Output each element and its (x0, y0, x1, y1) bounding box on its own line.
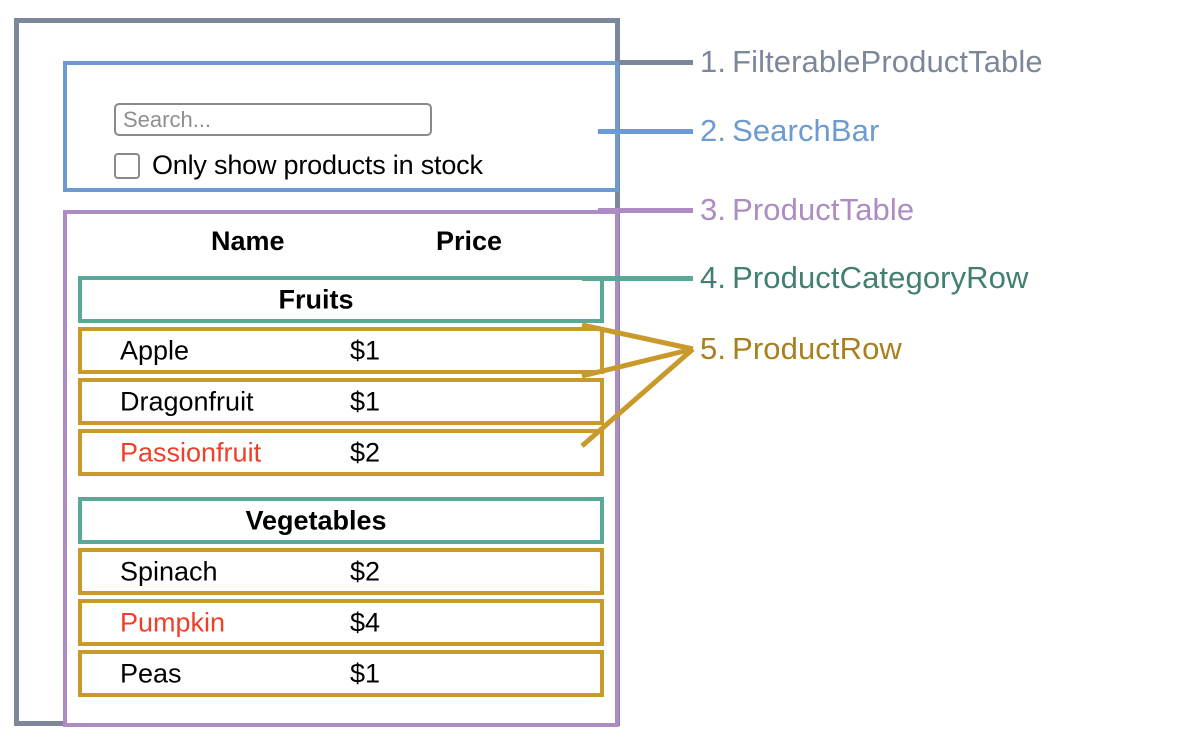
legend-number: 5. (700, 331, 727, 366)
filterable-product-table-frame: Only show products in stock Name Price F… (14, 18, 620, 727)
product-price: $4 (350, 607, 381, 637)
product-name: Dragonfruit (120, 386, 254, 416)
legend-label-text: SearchBar (732, 113, 880, 148)
only-in-stock-checkbox[interactable] (114, 152, 140, 179)
legend-label-text: ProductCategoryRow (732, 260, 1029, 295)
only-in-stock-label: Only show products in stock (152, 150, 483, 180)
legend-item-search-bar: 2.SearchBar (700, 113, 879, 149)
product-name: Pumpkin (120, 607, 226, 637)
product-row: Spinach $2 (78, 548, 604, 595)
product-category-label: Vegetables (245, 505, 387, 535)
product-price: $2 (350, 556, 381, 586)
product-row: Passionfruit $2 (78, 429, 604, 476)
column-header-name: Name (211, 226, 285, 256)
product-category-row: Fruits (78, 276, 604, 323)
product-price: $1 (350, 335, 381, 365)
connector-line-5b (581, 346, 694, 379)
legend-item-product-category-row: 4.ProductCategoryRow (700, 260, 1029, 296)
product-category-row: Vegetables (78, 497, 604, 544)
search-bar: Only show products in stock (63, 61, 619, 192)
legend-item-product-table: 3.ProductTable (700, 192, 914, 228)
legend-number: 4. (700, 260, 727, 295)
search-input[interactable] (114, 103, 432, 136)
legend-number: 3. (700, 192, 727, 227)
connector-line-2 (598, 129, 693, 134)
connector-line-5a (581, 322, 694, 352)
product-price: $1 (350, 658, 381, 688)
connector-line-4 (582, 276, 693, 281)
connector-line-3 (598, 208, 693, 213)
product-name: Spinach (120, 556, 218, 586)
product-table-header: Name Price (116, 226, 566, 268)
product-price: $2 (350, 437, 381, 467)
legend-number: 1. (700, 44, 727, 79)
product-row: Dragonfruit $1 (78, 378, 604, 425)
legend-label-text: ProductTable (732, 192, 915, 227)
product-name: Apple (120, 335, 190, 365)
product-price: $1 (350, 386, 381, 416)
legend-label-text: FilterableProductTable (732, 44, 1043, 79)
only-in-stock-row[interactable]: Only show products in stock (114, 150, 483, 181)
connector-line-5c (580, 347, 695, 448)
product-name: Passionfruit (120, 437, 262, 467)
legend-label-text: ProductRow (732, 331, 902, 366)
connector-line-1 (620, 60, 693, 65)
legend-item-product-row: 5.ProductRow (700, 331, 902, 367)
legend-item-filterable-product-table: 1.FilterableProductTable (700, 44, 1043, 80)
product-row: Peas $1 (78, 650, 604, 697)
column-header-price: Price (436, 226, 503, 256)
product-row: Apple $1 (78, 327, 604, 374)
product-name: Peas (120, 658, 182, 688)
legend-number: 2. (700, 113, 727, 148)
product-table: Name Price Fruits Apple $1 Dragonfruit $… (63, 210, 619, 727)
connector-fan-product-row (580, 322, 695, 448)
product-category-label: Fruits (278, 284, 354, 314)
product-row: Pumpkin $4 (78, 599, 604, 646)
